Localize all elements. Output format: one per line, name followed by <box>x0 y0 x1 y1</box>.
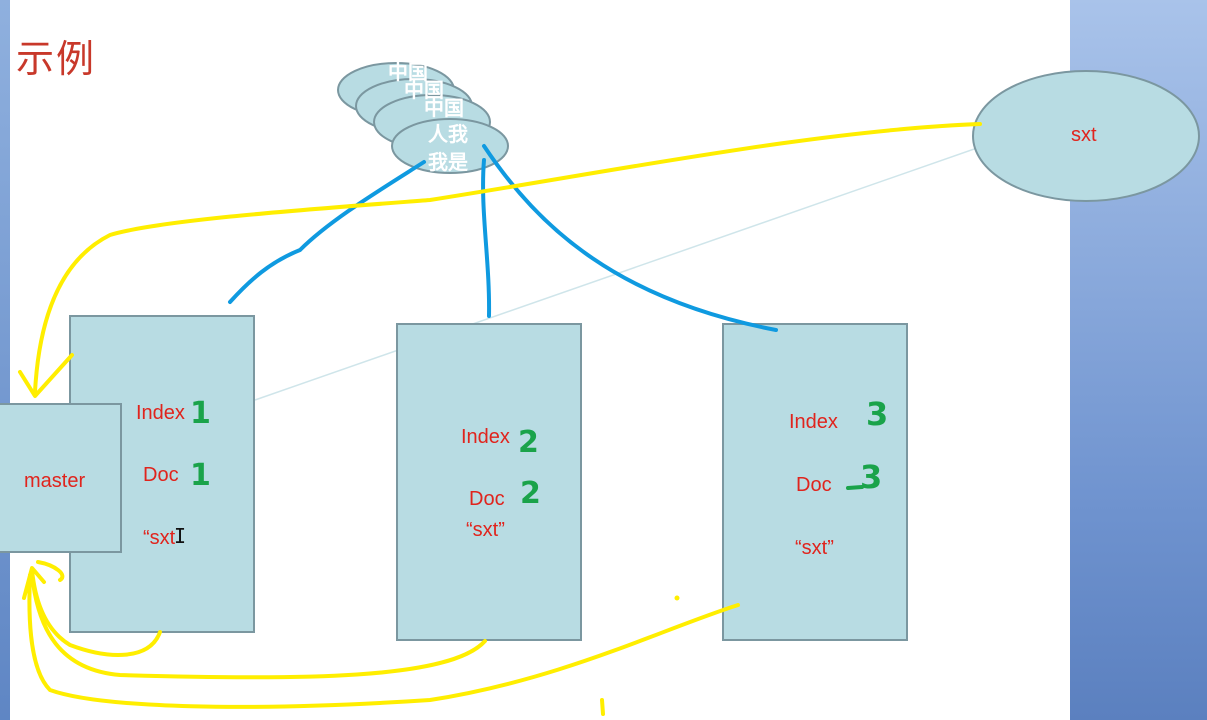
node-box-3[interactable]: Index Doc “sxt” <box>722 323 908 641</box>
slide-title: 示例 <box>16 37 97 81</box>
master-label: master <box>24 470 86 492</box>
node-3-value: “sxt” <box>795 537 834 559</box>
node-3-doc-num-stroke <box>846 485 864 490</box>
cloud-fragment-2: 中国 <box>404 80 444 102</box>
remote-ellipse <box>972 70 1200 202</box>
node-box-2[interactable]: Index Doc “sxt” <box>396 323 582 641</box>
node-2-doc-num: 2 <box>520 476 541 511</box>
master-box[interactable]: master <box>0 403 122 553</box>
node-2-index-label: Index <box>461 426 510 448</box>
remote-label: sxt <box>1071 124 1097 146</box>
yellow-ink-sxt-to-master <box>33 122 982 394</box>
node-1-value: “sxt <box>143 527 176 549</box>
node-2-doc-label: Doc <box>469 488 505 510</box>
yellow-ink-tick <box>600 698 605 716</box>
node-3-index-label: Index <box>789 411 838 433</box>
blue-ink-to-node-2 <box>481 158 492 318</box>
node-1-doc-label: Doc <box>143 464 179 486</box>
yellow-ink-node-3-to-master <box>27 573 740 709</box>
sxt-connector-line <box>254 139 1001 401</box>
cloud-fragment-3: 中国 <box>424 98 464 120</box>
left-edge-bar <box>0 0 10 720</box>
yellow-ink-hook <box>36 560 65 582</box>
cloud-ellipse-4 <box>391 118 509 174</box>
yellow-ink-arrowhead-bottom <box>22 566 46 600</box>
node-2-value: “sxt” <box>466 519 505 541</box>
node-3-doc-num: 3 <box>860 458 882 496</box>
blue-ink-to-node-1 <box>228 160 426 304</box>
cloud-fragment-4: 人我 <box>428 124 468 146</box>
text-cursor-icon: I <box>174 524 187 548</box>
blue-ink-to-node-3 <box>482 144 778 332</box>
node-1-doc-num: 1 <box>190 458 211 493</box>
node-1-index-label: Index <box>136 402 185 424</box>
node-3-index-num: 3 <box>866 395 888 433</box>
node-3-doc-label: Doc <box>796 474 832 496</box>
yellow-ink-node-2-to-master <box>30 573 487 680</box>
yellow-ink-arrowhead-top <box>18 353 74 398</box>
yellow-ink-dot <box>674 595 680 601</box>
node-1-index-num: 1 <box>190 396 211 431</box>
cloud-fragment-5: 我是 <box>428 152 468 174</box>
cloud-fragment-1: 中国 <box>388 62 428 84</box>
node-2-index-num: 2 <box>518 425 539 460</box>
